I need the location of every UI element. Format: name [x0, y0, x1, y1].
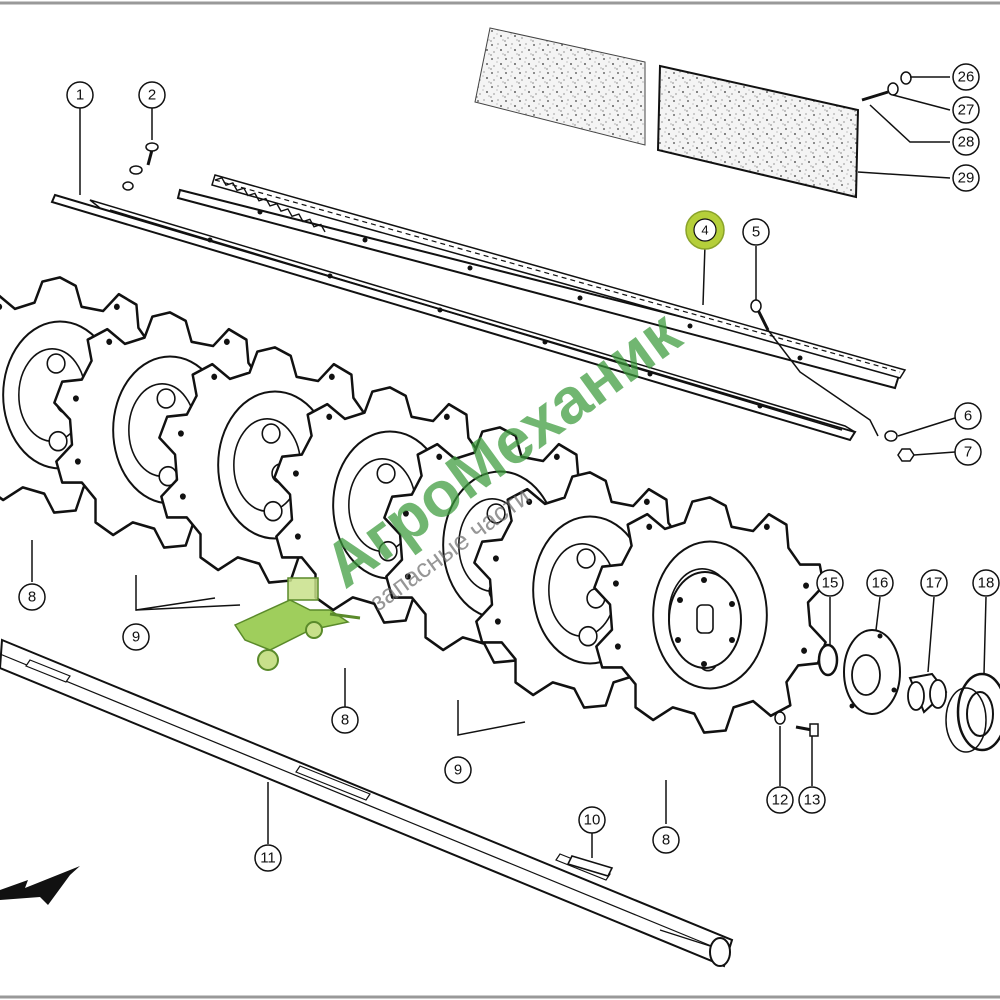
svg-text:10: 10	[584, 812, 601, 829]
svg-text:15: 15	[822, 575, 839, 592]
callout-27: 27	[952, 96, 980, 124]
svg-text:6: 6	[964, 408, 972, 425]
callout-29: 29	[952, 164, 980, 192]
callout-9b: 9	[444, 756, 472, 784]
svg-text:9: 9	[132, 629, 140, 646]
bushing-17	[907, 672, 948, 714]
key-10	[566, 855, 614, 877]
bracket-rail	[50, 193, 857, 442]
callout-17: 17	[920, 569, 948, 597]
callouts: 1 2 4 5 6 7 8 8 8 9 9 10 11 12 13 15 16 …	[18, 63, 1000, 872]
svg-text:11: 11	[260, 850, 276, 867]
callout-7: 7	[954, 438, 982, 466]
bolt-5	[750, 299, 770, 331]
callout-13: 13	[798, 786, 826, 814]
svg-text:16: 16	[872, 575, 889, 592]
callout-2: 2	[138, 81, 166, 109]
callout-1: 1	[66, 81, 94, 109]
svg-text:8: 8	[662, 832, 670, 849]
callout-16: 16	[866, 569, 894, 597]
svg-text:28: 28	[958, 134, 975, 151]
svg-text:8: 8	[28, 589, 36, 606]
svg-text:29: 29	[958, 170, 975, 187]
felt-screw	[861, 71, 912, 102]
washer-12	[774, 711, 786, 725]
callout-4: 4	[685, 210, 725, 250]
callout-9a: 9	[122, 623, 150, 651]
felt-strip-left	[474, 27, 646, 146]
callout-8b: 8	[331, 706, 359, 734]
bolt-2	[122, 142, 159, 191]
washer-6	[884, 430, 898, 442]
direction-arrow	[0, 866, 80, 905]
svg-text:7: 7	[964, 444, 972, 461]
bearing-18	[945, 672, 1000, 753]
svg-text:26: 26	[958, 69, 975, 86]
seal-ring-15	[817, 643, 839, 677]
flange-housing-16	[843, 629, 901, 715]
svg-text:2: 2	[148, 87, 156, 104]
callout-12: 12	[766, 786, 794, 814]
svg-text:5: 5	[752, 224, 760, 241]
callout-8c: 8	[652, 826, 680, 854]
bolt-13	[795, 723, 819, 737]
main-shaft	[0, 638, 734, 968]
toothed-stripper-bar	[176, 174, 907, 390]
callout-8a: 8	[18, 583, 46, 611]
leader-lines	[31, 76, 987, 858]
sprocket-front	[593, 496, 827, 734]
callout-6: 6	[954, 402, 982, 430]
harvester-logo-icon	[233, 577, 361, 671]
callout-15: 15	[816, 569, 844, 597]
svg-text:4: 4	[701, 223, 708, 238]
nut-7	[897, 448, 915, 462]
svg-text:27: 27	[958, 102, 975, 119]
svg-text:17: 17	[926, 575, 943, 592]
svg-text:18: 18	[978, 575, 995, 592]
callout-11: 11	[254, 844, 282, 872]
sprocket-discs	[0, 276, 827, 734]
svg-text:8: 8	[341, 712, 349, 729]
svg-text:13: 13	[804, 792, 821, 809]
callout-26: 26	[952, 63, 980, 91]
svg-text:9: 9	[454, 762, 462, 779]
felt-strip-right	[656, 64, 860, 199]
svg-text:12: 12	[772, 792, 789, 809]
callout-28: 28	[952, 128, 980, 156]
callout-10: 10	[578, 806, 606, 834]
callout-18: 18	[972, 569, 1000, 597]
callout-5: 5	[742, 218, 770, 246]
svg-text:1: 1	[76, 87, 84, 104]
